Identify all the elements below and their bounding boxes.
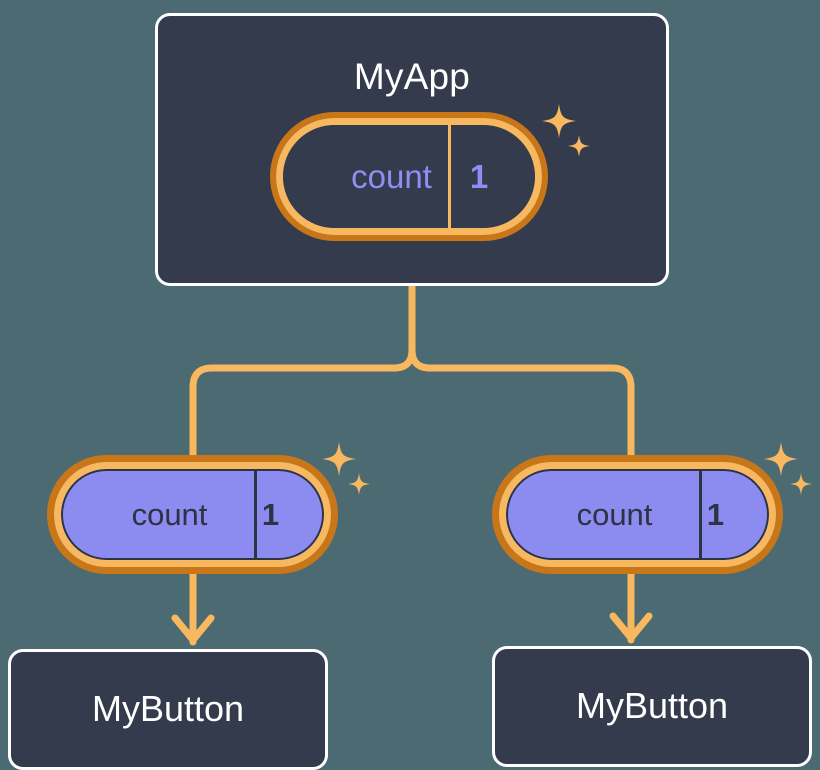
- component-card-label: MyButton: [575, 685, 729, 726]
- state-value-label: 1: [469, 157, 489, 195]
- state-pill-left[interactable]: count 1: [47, 455, 338, 574]
- component-card-mybutton-right[interactable]: MyButton: [492, 646, 812, 767]
- state-pill-core: count 1: [61, 469, 324, 560]
- state-pill-myapp[interactable]: count 1: [270, 112, 548, 241]
- arrow-down-icon-left: [171, 614, 215, 644]
- component-card-label: MyButton: [91, 688, 245, 729]
- state-value-label: 1: [706, 496, 725, 532]
- state-pill-core: count 1: [506, 469, 769, 560]
- state-pill-ring-inner: count 1: [54, 462, 331, 567]
- page-title: MyApp: [353, 56, 471, 97]
- state-pill-core: count 1: [283, 125, 535, 228]
- connector-branch-right: [408, 346, 635, 474]
- state-key-label: count: [335, 125, 451, 228]
- state-pill-ring-inner: count 1: [499, 462, 776, 567]
- component-card-mybutton-left[interactable]: MyButton: [8, 649, 328, 770]
- connector-branch-left: [189, 346, 416, 474]
- arrow-down-icon-right: [609, 612, 653, 642]
- state-pill-ring-inner: count 1: [276, 118, 542, 235]
- sparkle-icon: [764, 442, 798, 476]
- sparkle-small-icon: [790, 473, 812, 495]
- sparkle-icon: [322, 442, 356, 476]
- state-key-label: count: [530, 471, 702, 558]
- state-value-label: 1: [261, 496, 280, 532]
- sparkle-small-icon: [348, 473, 370, 495]
- state-pill-right[interactable]: count 1: [492, 455, 783, 574]
- state-key-label: count: [85, 471, 257, 558]
